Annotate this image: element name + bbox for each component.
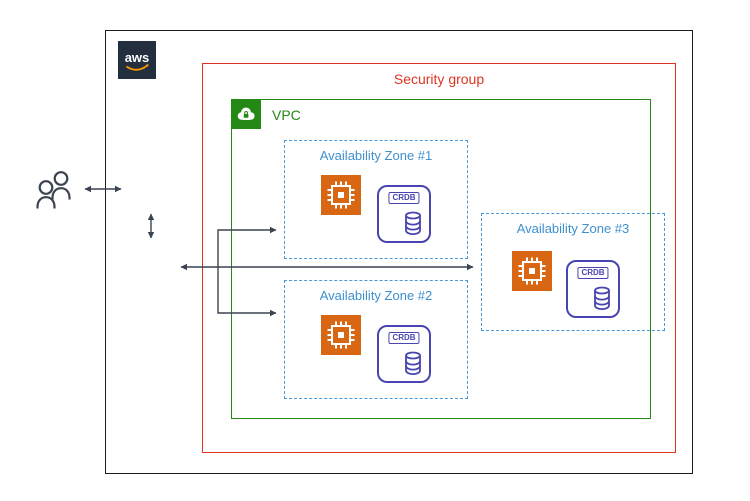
crdb-label: CRDB — [388, 332, 420, 344]
crdb-label: CRDB — [388, 192, 420, 204]
crdb-label: CRDB — [577, 267, 609, 279]
security-group-label: Security group — [393, 71, 485, 87]
availability-zone-3-label: Availability Zone #3 — [516, 221, 630, 236]
security-group-boundary: Security group VPC Avai — [202, 63, 676, 453]
vpc-icon — [231, 99, 261, 129]
availability-zone-2-label: Availability Zone #2 — [319, 288, 433, 303]
aws-cloud-boundary: aws Security group — [105, 30, 693, 474]
availability-zone-3: Availability Zone #3 CRDB — [481, 213, 665, 331]
database-cylinder-icon — [405, 351, 421, 376]
users-icon — [36, 171, 71, 209]
database-cylinder-icon — [594, 286, 610, 311]
crdb-node: CRDB — [377, 185, 431, 243]
aws-logo: aws — [118, 41, 156, 79]
vpc-boundary: VPC Availability Zone #1 CRDB — [231, 99, 665, 419]
vpc-label: VPC — [272, 107, 301, 123]
ec2-icon — [512, 251, 552, 291]
aws-logo-text: aws — [125, 50, 150, 65]
availability-zone-1-label: Availability Zone #1 — [319, 148, 433, 163]
availability-zone-2: Availability Zone #2 CRDB — [284, 280, 468, 399]
availability-zone-1: Availability Zone #1 CRDB — [284, 140, 468, 259]
crdb-node: CRDB — [377, 325, 431, 383]
ec2-icon — [321, 175, 361, 215]
crdb-node: CRDB — [566, 260, 620, 318]
database-cylinder-icon — [405, 211, 421, 236]
ec2-icon — [321, 315, 361, 355]
